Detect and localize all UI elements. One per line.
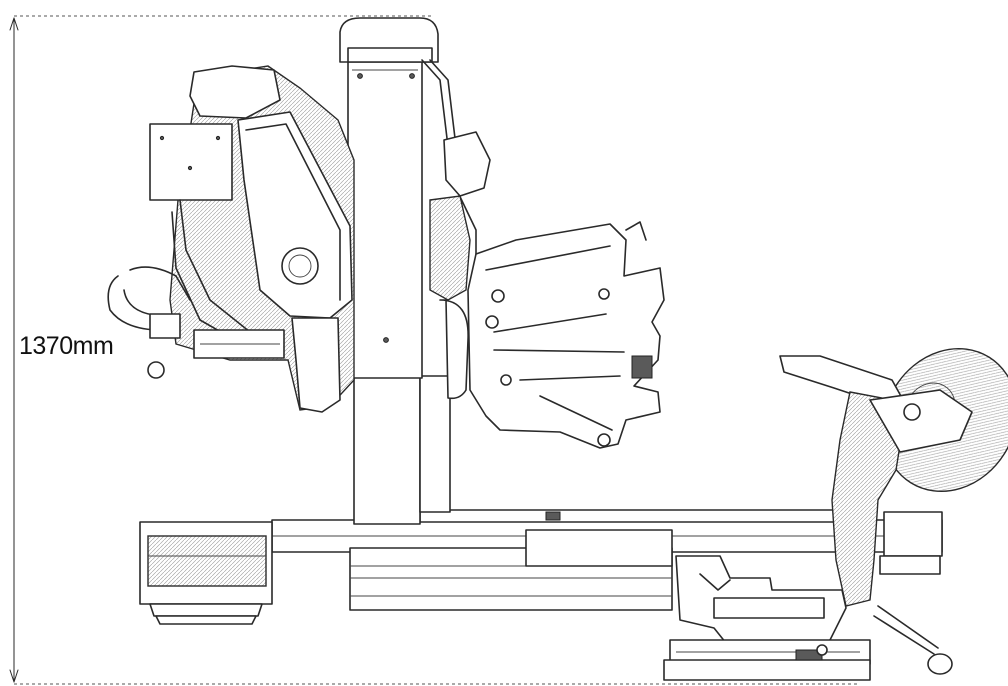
height-dimension — [9, 15, 860, 685]
height-dimension-label: 1370mm — [19, 332, 114, 360]
motor-knob — [147, 361, 165, 379]
pedal-base — [663, 659, 871, 681]
main-column — [339, 17, 477, 525]
head-arm-body — [467, 223, 665, 449]
head-arm-assembly — [429, 131, 665, 449]
base-top-track — [419, 509, 841, 523]
arrow-up-icon — [9, 17, 19, 31]
bead-breaker-blade-arm — [779, 355, 903, 401]
column-upper — [347, 59, 423, 379]
pedal-assembly — [663, 555, 953, 681]
gearbox-hub — [281, 247, 319, 285]
motor-top-block — [189, 65, 281, 119]
base-end-box — [139, 521, 273, 625]
column-lower — [353, 375, 421, 525]
base-slide-block — [525, 529, 673, 567]
control-box — [149, 123, 233, 201]
base-frame — [271, 509, 943, 611]
bead-breaker-assembly — [779, 347, 1008, 607]
pedal-knob — [927, 653, 953, 675]
arrow-down-icon — [9, 669, 19, 683]
motor-assembly — [107, 65, 355, 413]
